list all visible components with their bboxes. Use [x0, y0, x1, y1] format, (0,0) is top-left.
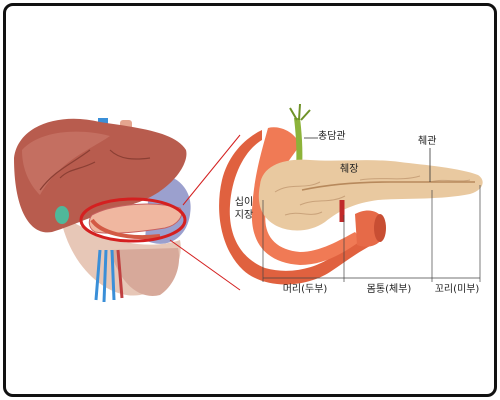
- pancreas-detail: [219, 103, 483, 285]
- segment-head-label: 머리(두부): [282, 284, 328, 295]
- liver-highlight: [22, 131, 110, 195]
- duodenum-label-line2: 지장: [234, 210, 254, 221]
- lower-organ-shadow: [110, 248, 180, 296]
- segment-body-label: 몸통(체부): [366, 284, 412, 295]
- pancreas-label: 췌장: [340, 164, 359, 175]
- pancreas-texture: [274, 175, 471, 216]
- overview-duodenum: [90, 218, 161, 239]
- segment-tail-label: 꼬리(미부): [434, 284, 480, 295]
- pancreas-shape: [258, 159, 483, 231]
- pancreas-highlight-ellipse: [79, 197, 187, 243]
- duodenum-label: 십이 지장: [234, 196, 254, 222]
- gallbladder-shape: [55, 206, 69, 224]
- pancreatic-duct-label: 췌관: [418, 136, 437, 147]
- bile-duct-branches: [289, 103, 311, 121]
- zoom-line-top: [182, 134, 241, 206]
- common-bile-duct-label: 총담관: [318, 131, 346, 142]
- overview-pancreas: [88, 203, 183, 234]
- bile-duct-shape: [294, 118, 303, 170]
- lower-vessels-red: [116, 249, 124, 299]
- lower-vessels: [94, 249, 116, 303]
- zoom-line-bottom: [169, 239, 241, 291]
- pancreatic-duct-line: [301, 181, 476, 191]
- jejunum-opening: [374, 214, 386, 242]
- duodenum-inner: [251, 127, 362, 265]
- abdominal-organs-overview: [14, 118, 241, 303]
- duodenum-label-line1: 십이: [234, 197, 254, 208]
- liver-veins: [39, 149, 151, 191]
